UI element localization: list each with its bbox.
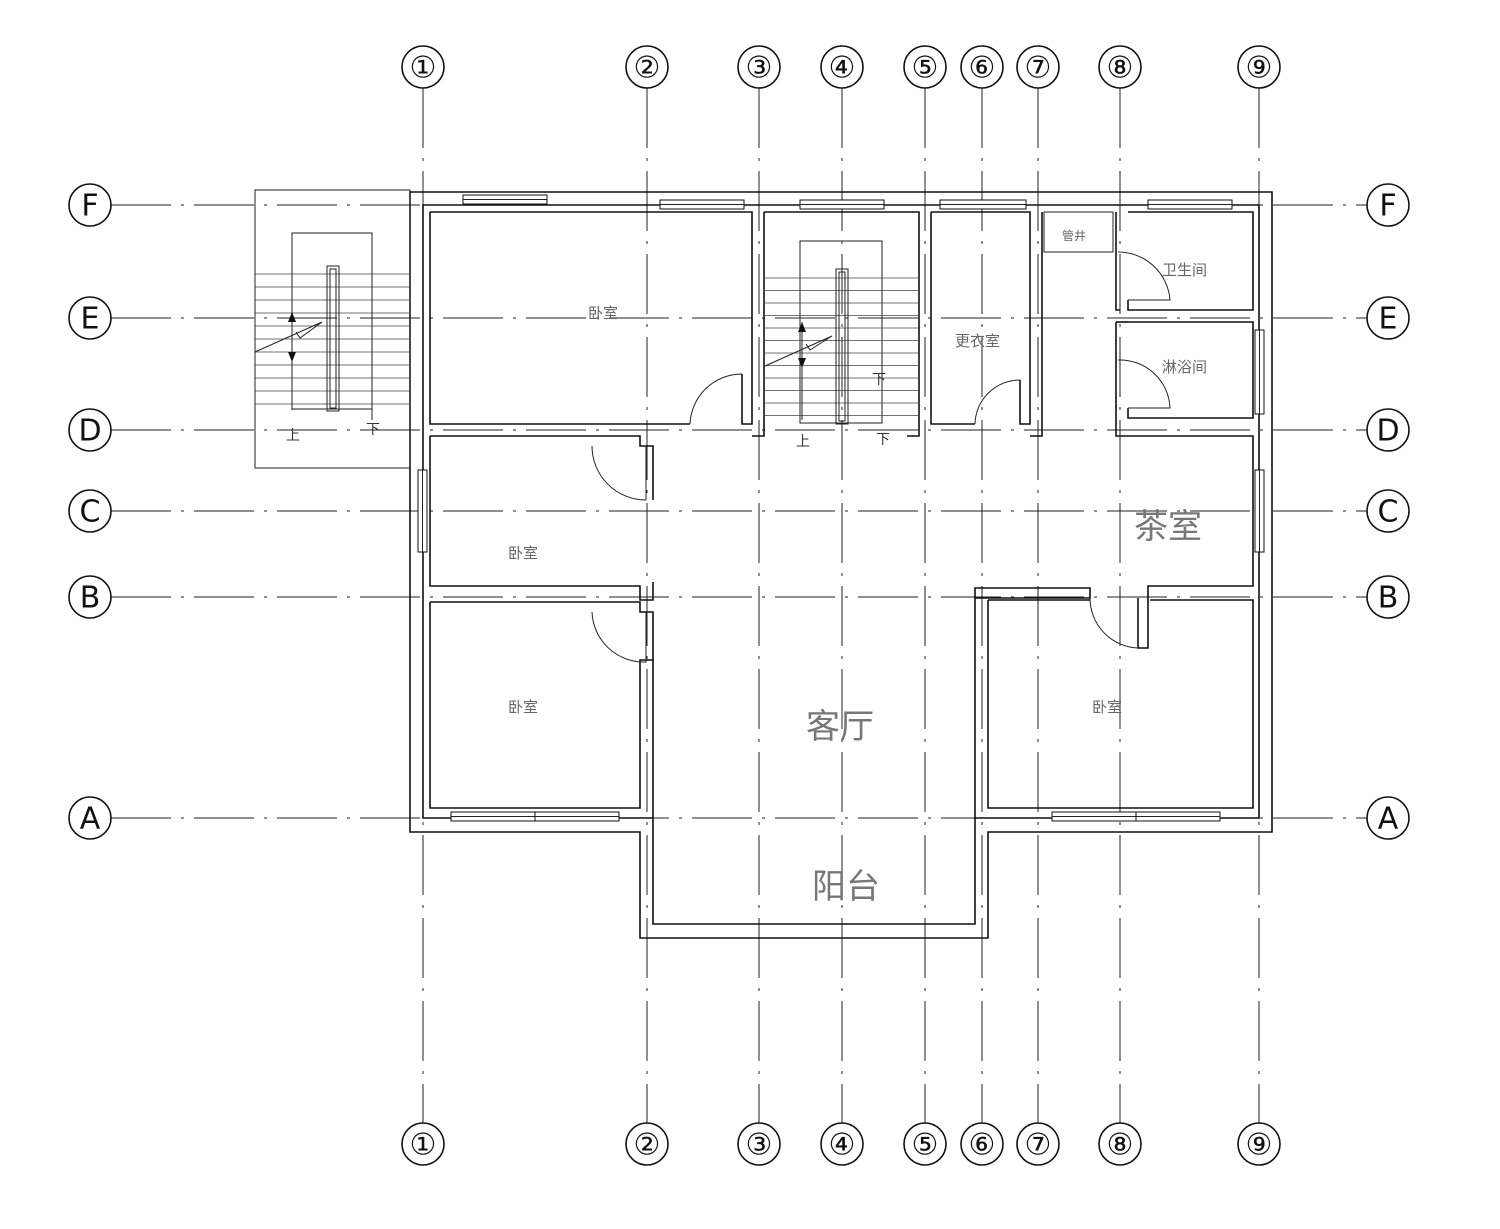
- stair-label-left-down: 下: [366, 422, 380, 438]
- axis-label-row-F: F: [1379, 189, 1396, 224]
- axis-bubble-col-1-bottom: ①: [401, 1122, 445, 1166]
- room-label-bedroom-bottom-left: 卧室: [508, 698, 538, 716]
- axis-bubble-col-9-bottom: ⑨: [1237, 1122, 1281, 1166]
- axis-label-col-5: ⑤: [912, 1128, 939, 1163]
- stair-label-mid-down: 下: [876, 432, 890, 448]
- axis-bubble-row-B-left: B: [68, 575, 112, 619]
- axis-label-col-8: ⑧: [1107, 51, 1134, 86]
- axis-bubble-col-2-bottom: ②: [625, 1122, 669, 1166]
- axis-label-col-3: ③: [746, 1128, 773, 1163]
- axis-label-row-A: A: [80, 802, 101, 837]
- axis-label-col-9: ⑨: [1246, 1128, 1273, 1163]
- axis-label-row-A: A: [1378, 802, 1399, 837]
- axis-bubble-row-B-right: B: [1366, 575, 1410, 619]
- axis-bubble-col-4-bottom: ④: [820, 1122, 864, 1166]
- axis-bubble-col-3-bottom: ③: [737, 1122, 781, 1166]
- axis-label-row-C: C: [80, 495, 101, 530]
- axis-label-col-6: ⑥: [969, 51, 996, 86]
- doors: [591, 251, 1171, 663]
- room-label-balcony: 阳台: [812, 867, 880, 907]
- axis-bubble-col-6-bottom: ⑥: [960, 1122, 1004, 1166]
- stair-label-mid-up: 上: [796, 434, 810, 450]
- axis-label-row-C: C: [1378, 495, 1399, 530]
- axis-label-col-2: ②: [634, 51, 661, 86]
- left-staircase: [254, 189, 411, 469]
- axis-bubble-col-7-bottom: ⑦: [1016, 1122, 1060, 1166]
- axis-bubble-col-7-top: ⑦: [1016, 45, 1060, 89]
- axis-label-row-B: B: [80, 581, 101, 616]
- room-label-toilet: 卫生间: [1162, 261, 1207, 279]
- room-label-tea-room: 茶室: [1134, 507, 1202, 547]
- axis-label-row-B: B: [1378, 581, 1399, 616]
- axis-bubble-row-D-right: D: [1366, 408, 1410, 452]
- room-label-dressing-room: 更衣室: [955, 332, 1000, 350]
- axis-bubble-row-F-right: F: [1366, 183, 1410, 227]
- axis-label-col-1: ①: [410, 51, 437, 86]
- axis-bubble-col-8-bottom: ⑧: [1098, 1122, 1142, 1166]
- room-label-pipe-shaft: 管井: [1062, 228, 1086, 243]
- axis-bubble-col-2-top: ②: [625, 45, 669, 89]
- axis-bubble-row-A-left: A: [68, 796, 112, 840]
- axis-label-col-8: ⑧: [1107, 1128, 1134, 1163]
- axis-bubble-row-C-left: C: [68, 489, 112, 533]
- axis-bubble-col-9-top: ⑨: [1237, 45, 1281, 89]
- axis-label-col-3: ③: [746, 51, 773, 86]
- axis-bubble-col-1-top: ①: [401, 45, 445, 89]
- room-label-bedroom-bottom-right: 卧室: [1092, 698, 1122, 716]
- stair-label-left-up: 上: [286, 428, 300, 444]
- room-label-shower-room: 淋浴间: [1162, 358, 1207, 376]
- axis-bubble-col-3-top: ③: [737, 45, 781, 89]
- axis-label-col-7: ⑦: [1025, 1128, 1052, 1163]
- axis-label-col-9: ⑨: [1246, 51, 1273, 86]
- axis-bubble-row-E-right: E: [1366, 296, 1410, 340]
- axis-label-col-1: ①: [410, 1128, 437, 1163]
- middle-staircase: [764, 240, 918, 425]
- axis-bubble-col-8-top: ⑧: [1098, 45, 1142, 89]
- axis-bubble-row-D-left: D: [68, 408, 112, 452]
- room-label-bedroom-top: 卧室: [588, 304, 618, 322]
- axis-label-col-2: ②: [634, 1128, 661, 1163]
- axis-label-row-E: E: [81, 302, 100, 337]
- axis-label-row-D: D: [78, 414, 101, 449]
- exterior-walls: [409, 191, 1273, 939]
- axis-bubble-row-C-right: C: [1366, 489, 1410, 533]
- room-label-bedroom-middle-left: 卧室: [508, 544, 538, 562]
- axis-bubble-col-5-bottom: ⑤: [903, 1122, 947, 1166]
- axis-label-row-E: E: [1379, 302, 1398, 337]
- stair-label-mid-down-upper: 下: [872, 372, 886, 388]
- axis-bubble-col-6-top: ⑥: [960, 45, 1004, 89]
- labels: 卧室 卧室 卧室 卧室 更衣室 管井 卫生间 淋浴间 茶室 客厅 阳台 上 下 …: [286, 228, 1207, 907]
- axis-bubble-row-A-right: A: [1366, 796, 1410, 840]
- axis-bubble-row-E-left: E: [68, 296, 112, 340]
- windows: [417, 194, 1265, 822]
- axis-label-col-4: ④: [829, 51, 856, 86]
- axis-bubble-row-F-left: F: [68, 183, 112, 227]
- axis-label-row-D: D: [1376, 414, 1399, 449]
- axis-label-row-F: F: [81, 189, 98, 224]
- axis-label-col-7: ⑦: [1025, 51, 1052, 86]
- axis-label-col-6: ⑥: [969, 1128, 996, 1163]
- axis-bubble-col-4-top: ④: [820, 45, 864, 89]
- axis-bubble-col-5-top: ⑤: [903, 45, 947, 89]
- room-label-living-room: 客厅: [806, 707, 874, 747]
- axis-label-col-5: ⑤: [912, 51, 939, 86]
- axis-label-col-4: ④: [829, 1128, 856, 1163]
